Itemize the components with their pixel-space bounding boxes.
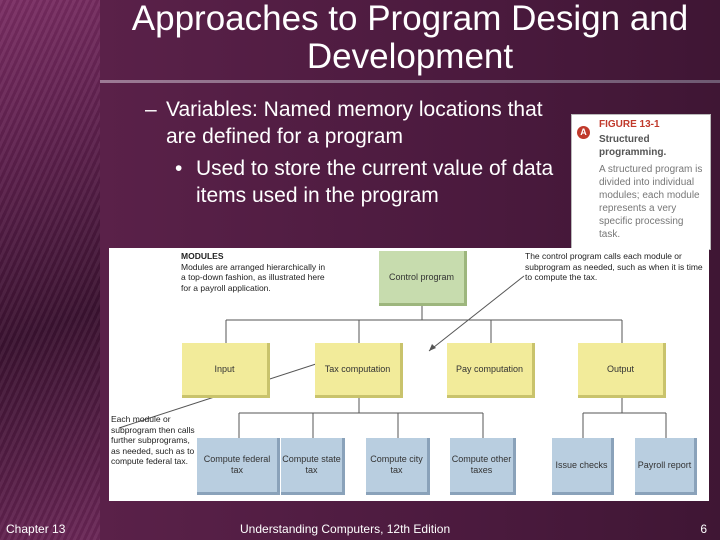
bullet-dot-marker: • xyxy=(175,157,183,180)
figure-title: Structured programming. xyxy=(599,134,667,158)
compute-federal-tax-box: Compute federal tax xyxy=(197,438,280,495)
control-program-box: Control program xyxy=(379,251,467,306)
bullet-level1: – Variables: Named memory locations that… xyxy=(145,96,565,150)
title-divider xyxy=(100,80,720,83)
modules-heading: MODULES xyxy=(181,251,224,261)
modules-note-text: Modules are arranged hierarchically in a… xyxy=(181,261,326,293)
bullet-level1-text: Variables: Named memory locations that a… xyxy=(166,98,543,148)
structured-programming-diagram: MODULES Modules are arranged hierarchica… xyxy=(109,248,709,501)
output-module-box: Output xyxy=(578,343,666,398)
footer-chapter: Chapter 13 xyxy=(6,522,66,536)
compute-other-taxes-box: Compute other taxes xyxy=(450,438,516,495)
figure-badge-icon: A xyxy=(577,126,590,139)
submodule-note: Each module or subprogram then calls fur… xyxy=(111,414,195,466)
slide-title: Approaches to Program Design and Develop… xyxy=(131,0,689,76)
payroll-report-box: Payroll report xyxy=(635,438,697,495)
figure-label: FIGURE 13-1 xyxy=(599,119,660,130)
bullet-level2-text: Used to store the current value of data … xyxy=(196,157,554,207)
compute-city-tax-box: Compute city tax xyxy=(366,438,430,495)
compute-state-tax-box: Compute state tax xyxy=(281,438,345,495)
modules-note: MODULES Modules are arranged hierarchica… xyxy=(181,251,331,293)
issue-checks-box: Issue checks xyxy=(552,438,614,495)
pay-computation-module-box: Pay computation xyxy=(447,343,535,398)
dash-marker: – xyxy=(145,98,157,121)
footer-book-title: Understanding Computers, 12th Edition xyxy=(240,522,451,536)
figure-caption-box: A FIGURE 13-1 Structured programming. A … xyxy=(571,114,711,250)
bullet-level2: • Used to store the current value of dat… xyxy=(175,155,565,209)
footer-page-number: 6 xyxy=(700,522,707,536)
control-note: The control program calls each module or… xyxy=(525,251,703,282)
decorative-left-band xyxy=(0,0,100,540)
input-module-box: Input xyxy=(182,343,270,398)
tax-computation-module-box: Tax computation xyxy=(315,343,403,398)
figure-description: A structured program is divided into ind… xyxy=(599,164,703,240)
